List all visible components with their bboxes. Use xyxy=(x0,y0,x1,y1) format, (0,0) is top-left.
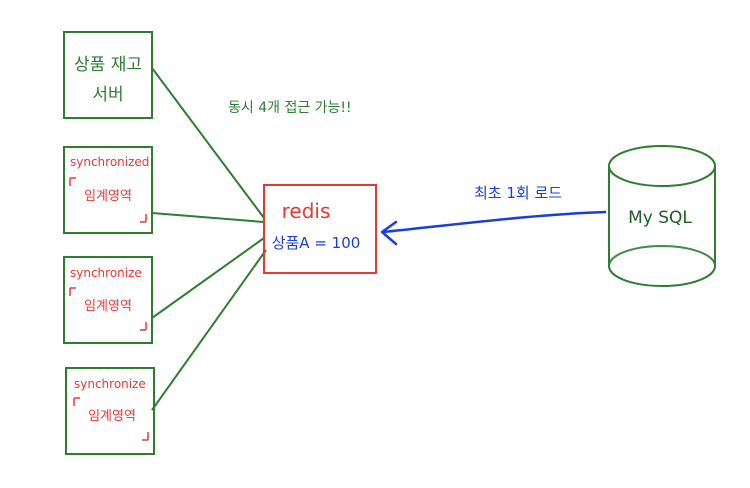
connector-thread-1 xyxy=(151,212,265,223)
thread-box-2 xyxy=(63,256,153,344)
connector-lines xyxy=(151,67,267,411)
connector-server xyxy=(151,67,265,219)
initial-load-label: 최초 1회 로드 xyxy=(474,184,562,202)
thread-box-3 xyxy=(65,367,155,455)
thread-2-keyword: synchronize xyxy=(70,266,142,280)
bracket-close-icon xyxy=(140,322,147,331)
thread-1-critical-section: 임계영역 xyxy=(84,189,132,204)
mysql-label: My SQL xyxy=(628,208,692,228)
connector-thread-3 xyxy=(151,249,267,411)
connector-thread-2 xyxy=(151,237,265,319)
bracket-close-icon xyxy=(142,432,149,441)
redis-box xyxy=(263,184,377,274)
bracket-open-icon xyxy=(69,177,76,186)
load-arrow xyxy=(383,210,607,234)
redis-cached-value: 상품A = 100 xyxy=(272,234,361,252)
redis-title: redis xyxy=(282,199,331,223)
thread-3-keyword: synchronize xyxy=(74,377,146,391)
concurrent-access-note: 동시 4개 접근 가능!! xyxy=(228,100,352,116)
stock-server-box xyxy=(63,31,153,119)
thread-3-critical-section: 임계영역 xyxy=(88,409,136,424)
mysql-cylinder-icon xyxy=(608,145,716,287)
thread-1-keyword: synchronized xyxy=(70,155,149,169)
bracket-open-icon xyxy=(69,287,76,296)
stock-server-label-1: 상품 재고 xyxy=(74,55,142,75)
thread-2-critical-section: 임계영역 xyxy=(84,299,132,314)
stock-server-label-2: 서버 xyxy=(92,85,123,105)
bracket-open-icon xyxy=(73,397,80,406)
thread-box-1 xyxy=(63,146,153,234)
arrow-head-icon xyxy=(380,220,398,246)
bracket-close-icon xyxy=(140,214,147,223)
